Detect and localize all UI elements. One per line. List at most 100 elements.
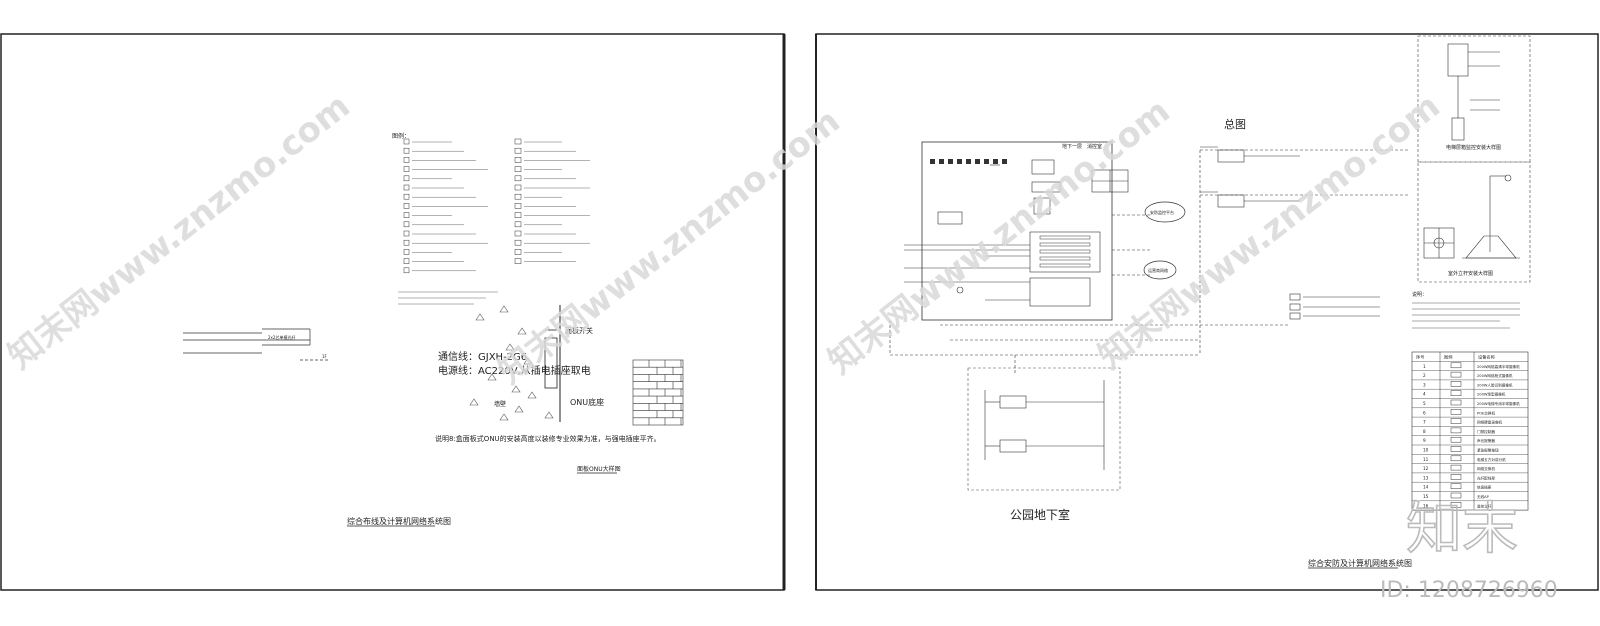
legend-symbol (403, 249, 410, 255)
notes-lines (1412, 302, 1520, 329)
pole-detail-drawing (1423, 174, 1520, 259)
switch-icon (1039, 263, 1091, 268)
switch-icon (1039, 242, 1091, 247)
legend-symbol (514, 203, 522, 209)
table-header: 设备名称 (1478, 354, 1495, 361)
table-symbol-icon (1450, 409, 1462, 415)
overview-equipment (1200, 146, 1300, 208)
brick-wall (632, 359, 684, 426)
table-cell-name: 200W人脸识别摄像机 (1477, 382, 1513, 387)
table-cell-no: 6 (1423, 410, 1426, 415)
table-cell-name: 信息插座 (1477, 485, 1492, 490)
notes-heading: 说明： (1412, 291, 1427, 298)
table-cell-name: 电梯五方对讲分机 (1477, 457, 1506, 462)
table-cell-no: 12 (1423, 466, 1429, 471)
legend-symbol (403, 147, 410, 154)
left-sheet-frame (0, 33, 785, 591)
camera-icon (975, 159, 980, 164)
legend-symbol (403, 166, 410, 172)
table-symbol-icon (1450, 474, 1462, 480)
onu-label-1: 通信线：GJXH-2G6 (438, 350, 527, 363)
table-symbol-icon (1450, 371, 1462, 378)
legend-symbol (514, 147, 522, 154)
legend-symbol (514, 212, 522, 218)
cloud-security-platform: 安防监控平台 (1144, 201, 1186, 223)
basement-label: 公园地下室 (1010, 507, 1070, 522)
camera-icon (939, 159, 944, 164)
detail-panel-elevator (1417, 35, 1531, 163)
legend-symbol (403, 258, 410, 264)
control-room-equipment (904, 159, 1150, 307)
table-cell-name: 光纤配线架 (1477, 475, 1495, 480)
onu-panel-label: 面板开关 (565, 326, 593, 335)
overview-label: 总图 (1224, 117, 1246, 131)
watermark-logo: 知末 (1406, 497, 1518, 562)
table-symbol-icon (1450, 418, 1462, 424)
onu-label-2: 电源线：AC220V,从插电插座取电 (438, 364, 591, 377)
table-symbol-icon (1450, 492, 1462, 499)
small-network-rack (183, 328, 330, 361)
table-header: 图例 (1444, 354, 1452, 361)
table-cell-name: 200W网络高清半球摄像机 (1477, 364, 1520, 369)
left-sheet: 2x2芯单模光纤 1F 图例： 通信线：GJXH-2G6 电源线：AC220V,… (0, 33, 786, 591)
table-cell-no: 5 (1423, 401, 1426, 406)
table-symbol-icon (1450, 390, 1462, 396)
onu-detail-drawing: 通信线：GJXH-2G6 电源线：AC220V,从插电插座取电 面板开关 ONU… (435, 305, 684, 474)
table-cell-no: 2 (1423, 373, 1426, 378)
switch-icon (1039, 235, 1091, 240)
basement-box (967, 367, 1121, 491)
mid-legend (1289, 293, 1380, 320)
table-cell-name: 200W网络枪式摄像机 (1477, 373, 1513, 378)
legend-symbol (403, 239, 410, 246)
onu-box-label: ONU底座 (570, 397, 604, 407)
equipment-table: 序号 图例 设备名称 1 200W网络高清半球摄像机 2 200W网络枪式摄像机 3 200W人… (1411, 351, 1529, 511)
wall-label: 墙壁 (494, 400, 506, 408)
table-cell-no: 8 (1423, 429, 1426, 434)
table-cell-no: 1 (1423, 364, 1426, 369)
legend-symbol (514, 249, 522, 255)
legend-symbol (403, 203, 410, 209)
table-cell-no: 3 (1423, 382, 1426, 387)
detail-1-title: 电梯层箱监控安装大样图 (1446, 144, 1501, 151)
legend-symbol (403, 221, 410, 228)
table-symbol-icon (1450, 446, 1462, 452)
table-cell-no: 7 (1423, 420, 1426, 425)
table-cell-name: 无线AP (1477, 494, 1490, 499)
camera-icon (1002, 159, 1007, 164)
legend-list (398, 138, 590, 305)
legend-symbol (514, 230, 522, 237)
legend-symbol (514, 175, 522, 182)
table-symbol-icon (1450, 464, 1462, 471)
table-symbol-icon (1450, 483, 1462, 489)
table-cell-name: 200W球型摄像机 (1477, 392, 1506, 397)
table-cell-no: 13 (1423, 475, 1429, 480)
camera-icon (966, 159, 971, 164)
camera-icon (984, 159, 989, 164)
onu-note: 说明8:盒面板式ONU的安装高度以装修专业效果为准，与强电插座平齐。 (435, 434, 661, 443)
legend-symbol (514, 193, 522, 200)
table-cell-no: 14 (1423, 485, 1429, 490)
table-cell-name: 门禁控制器 (1477, 429, 1495, 434)
table-symbol-icon (1450, 381, 1462, 387)
basement-equipment (984, 380, 1105, 470)
svg-text:运营商网络: 运营商网络 (1148, 267, 1168, 273)
detail-title: 面板ONU大样图 (577, 465, 621, 473)
legend-symbol (514, 258, 522, 264)
right-sheet-title: 综合安防及计算机网络系统图 (1308, 558, 1412, 568)
legend-symbol (403, 212, 410, 218)
legend-symbol (514, 221, 522, 228)
left-sheet-title: 综合布线及计算机网络系统图 (347, 516, 451, 526)
legend-symbol (403, 184, 410, 191)
watermark-group: 知末网www.znzmo.com 知末网www.znzmo.com 知末网www… (1, 86, 1448, 392)
rack-small-label: 2x2芯单模光纤 (268, 334, 295, 340)
legend-symbol (514, 138, 522, 145)
right-sheet: 地下一层 消控室 安防监控平台 (815, 33, 1599, 591)
legend-symbol (514, 166, 522, 172)
table-symbol-icon (1450, 502, 1462, 508)
legend-symbol (403, 175, 410, 182)
legend-symbol (514, 239, 522, 246)
table-cell-name: 声光报警器 (1477, 438, 1495, 443)
table-cell-name: POE交换机 (1477, 410, 1495, 415)
table-header: 序号 (1416, 354, 1424, 361)
table-cell-name: 网络交换机 (1477, 466, 1495, 471)
